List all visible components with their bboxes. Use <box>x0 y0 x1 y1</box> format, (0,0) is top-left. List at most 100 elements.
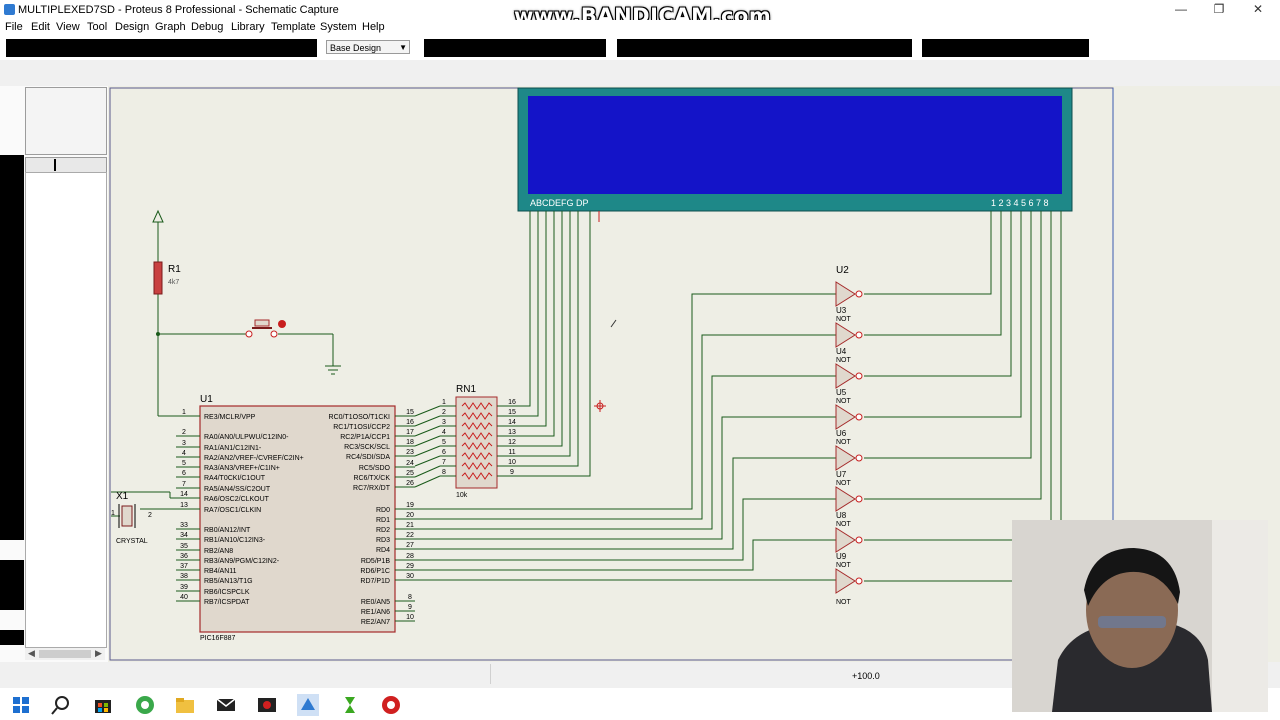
proteus-taskbar-icon[interactable] <box>297 694 319 716</box>
u1-ref: U1 <box>200 394 213 405</box>
not-gate-body <box>835 445 856 471</box>
layer-select[interactable]: Base Design ▼ <box>326 40 410 54</box>
menu-template[interactable]: Template <box>271 21 316 33</box>
u1-pin-number: 37 <box>180 563 188 570</box>
u1-pin-number: 19 <box>406 502 414 509</box>
not-gate-body <box>835 322 856 348</box>
resistor-r1[interactable]: R1 4k7 <box>153 261 181 295</box>
windows-start-icon[interactable] <box>10 694 32 716</box>
device-list-scrollbar[interactable]: ◀ ▶ <box>25 648 105 660</box>
reset-pushbutton[interactable] <box>245 319 286 338</box>
toolbar-group-3[interactable] <box>617 39 912 57</box>
menu-graph[interactable]: Graph <box>155 21 186 33</box>
menu-edit[interactable]: Edit <box>31 21 50 33</box>
scroll-thumb[interactable] <box>39 650 91 658</box>
overview-window[interactable] <box>25 87 107 155</box>
u1-pin-label: RB0/AN12/INT <box>204 527 251 534</box>
u1-pin-label: RA3/AN3/VREF+/C1IN+ <box>204 465 280 472</box>
rn1-resistor-zigzag <box>461 412 493 420</box>
rn1-pin-number: 9 <box>510 469 514 476</box>
device-list[interactable] <box>25 172 107 648</box>
scroll-right-icon[interactable]: ▶ <box>95 648 102 658</box>
not-gate-bubble <box>855 536 863 544</box>
menu-file[interactable]: File <box>5 21 23 33</box>
app-red-icon[interactable] <box>256 694 278 716</box>
u1-pin-label: RA0/AN0/ULPWU/C12IN0- <box>204 434 289 441</box>
menu-design[interactable]: Design <box>115 21 150 33</box>
u1-pin-label: RE1/AN6 <box>361 609 390 616</box>
menu-system[interactable]: System <box>320 21 357 33</box>
gate-part: NOT <box>836 439 852 446</box>
window-title: MULTIPLEXED7SD - Proteus 8 Professional … <box>18 4 339 16</box>
u1-pin-number: 33 <box>180 522 188 529</box>
not-gate-body <box>835 486 856 512</box>
u1-pin-label: RD4 <box>376 547 390 554</box>
gate-ref: U4 <box>836 347 847 356</box>
u1-pin-number: 6 <box>182 470 186 477</box>
mode-toolbar[interactable] <box>0 155 24 645</box>
not-gate-bubble <box>855 495 863 503</box>
browser-icon[interactable] <box>134 694 156 716</box>
u1-pin-number: 25 <box>406 470 414 477</box>
toolbar-group-4[interactable] <box>922 39 1089 57</box>
rn1-pin-number: 15 <box>508 409 516 416</box>
u1-pin-label: RB4/AN11 <box>204 568 237 575</box>
u1-pin-label: RB7/ICSPDAT <box>204 599 250 606</box>
not-gate-body <box>835 568 856 594</box>
minimize-button[interactable]: — <box>1175 2 1187 16</box>
toolbar-group-1[interactable] <box>6 39 317 57</box>
u1-pin-label: RC7/RX/DT <box>353 485 391 492</box>
u1-pin-label: RD5/P1B <box>361 558 391 565</box>
menu-view[interactable]: View <box>56 21 80 33</box>
file-explorer-icon[interactable] <box>174 694 196 716</box>
u1-pin-label: RC4/SDI/SDA <box>346 454 390 461</box>
store-icon[interactable] <box>92 694 114 716</box>
layer-select-value: Base Design <box>330 43 382 53</box>
bandicam-record-icon[interactable] <box>380 694 402 716</box>
gate-ref: U2 <box>836 265 849 276</box>
u1-pin-number: 21 <box>406 522 414 529</box>
rn1-pin-number: 1 <box>442 399 446 406</box>
close-button[interactable]: ✕ <box>1252 2 1264 16</box>
green-app-icon[interactable] <box>339 694 361 716</box>
toolbar-group-2[interactable] <box>424 39 606 57</box>
u1-pin-number: 8 <box>408 594 412 601</box>
menu-library[interactable]: Library <box>231 21 265 33</box>
u1-pin-number: 38 <box>180 573 188 580</box>
seven-segment-display[interactable]: ABCDEFG DP 1 2 3 4 5 6 7 8 <box>517 87 1073 212</box>
scroll-left-icon[interactable]: ◀ <box>28 648 35 658</box>
microcontroller-u1[interactable]: U1 PIC16F887 RE3/MCLR/VPP1RA0/AN0/ULPWU/… <box>176 394 415 642</box>
u1-pin-label: RB1/AN10/C12IN3- <box>204 537 266 544</box>
rn1-resistor-zigzag <box>461 452 493 460</box>
x1-value: CRYSTAL <box>116 538 148 545</box>
not-gate[interactable]: U2 <box>835 265 863 307</box>
menu-debug[interactable]: Debug <box>191 21 224 33</box>
mail-icon[interactable] <box>215 694 237 716</box>
power-terminal-icon[interactable] <box>152 209 164 223</box>
u1-pin-number: 24 <box>406 460 414 467</box>
display-segment-labels: ABCDEFG DP <box>530 198 589 208</box>
gate-ref: U7 <box>836 470 847 479</box>
device-selector-header[interactable] <box>25 157 107 173</box>
chevron-down-icon: ▼ <box>399 43 407 52</box>
search-icon[interactable] <box>50 694 72 716</box>
menu-tool[interactable]: Tool <box>87 21 108 33</box>
u1-pin-number: 17 <box>406 429 414 436</box>
u1-pin-number: 18 <box>406 439 414 446</box>
maximize-button[interactable]: ❐ <box>1213 2 1225 16</box>
crystal-x1[interactable]: X1 CRYSTAL 1 2 <box>111 491 200 545</box>
rn1-resistor-zigzag <box>461 432 493 440</box>
ground-terminal-icon[interactable] <box>325 365 341 375</box>
proteus-app-icon <box>4 4 15 15</box>
gate-part: NOT <box>836 316 852 323</box>
menu-help[interactable]: Help <box>362 21 385 33</box>
segment-wires <box>505 211 600 477</box>
